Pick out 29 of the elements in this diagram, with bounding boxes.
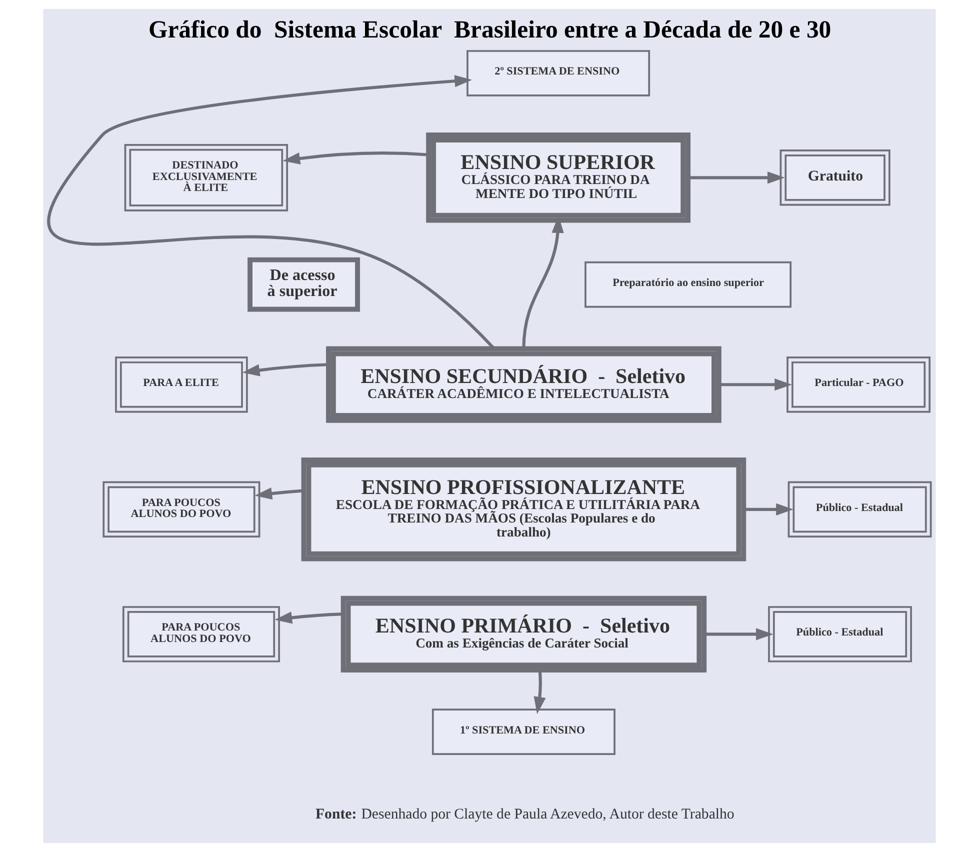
node-box: 2º SISTEMA DE ENSINO — [466, 50, 650, 96]
arrow — [242, 362, 328, 376]
arrow — [522, 215, 564, 348]
arrow — [688, 171, 785, 184]
node-box: Público - Estadual — [768, 606, 912, 662]
node-box: Particular - PAGO — [786, 356, 930, 412]
diagram-title: Gráfico do Sistema Escolar Brasileiro entre a Década de 20 e 30 — [148, 16, 832, 43]
arrow — [282, 151, 428, 164]
node-box: PARA A ELITE — [115, 356, 248, 412]
node-box: 1º SISTEMA DE ENSINO — [432, 708, 616, 754]
node-box: Preparatório ao ensino superior — [584, 260, 792, 308]
arrow — [274, 611, 344, 624]
arrow — [704, 628, 774, 640]
node-box: Público - Estadual — [788, 480, 932, 537]
caption: Fonte: Desenhado por Clayte de Paula Azevedo, Autor deste Trabalho — [316, 806, 734, 822]
node-box: ENSINO PROFISSIONALIZANTE ESCOLA DE FORMAÇÃO PRÁTICA E UTILITÁRIA PARA TREINO DAS MÃOS (Escolas Populares e do trabalho) — [301, 457, 746, 561]
node-box: ENSINO SECUNDÁRIO - Seletivo CARÁTER ACADÊMICO E INTELECTUALISTA — [326, 346, 722, 422]
node-box: Gratuito — [780, 149, 890, 206]
arrow — [254, 487, 304, 500]
arrow — [744, 502, 794, 515]
node-box: DESTINADO EXCLUSIVAMENTE À ELITE — [124, 143, 288, 211]
node-box: De acesso à superior — [248, 256, 360, 312]
node-box: ENSINO SUPERIOR CLÁSSICO PARA TREINO DA MENTE DO TIPO INÚTIL — [426, 132, 690, 222]
node-box: ENSINO PRIMÁRIO - Seletivo Com as Exigências de Caráter Social — [340, 595, 707, 672]
arrow — [719, 378, 792, 390]
node-box: PARA POUCOS ALUNOS DO POVO — [102, 480, 260, 537]
arrow — [534, 670, 546, 714]
node-box: PARA POUCOS ALUNOS DO POVO — [122, 606, 280, 662]
arrow — [48, 74, 496, 349]
